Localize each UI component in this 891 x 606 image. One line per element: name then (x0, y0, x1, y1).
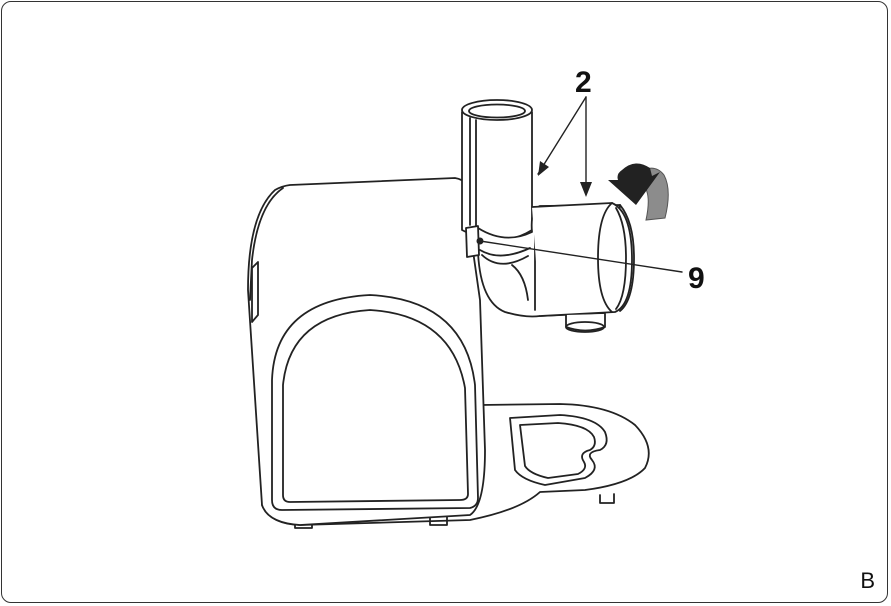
locking-knob (465, 225, 480, 258)
base-tray (509, 414, 608, 486)
arrowhead-2b (580, 182, 592, 197)
side-button (251, 261, 259, 323)
front-arch (271, 294, 479, 511)
ring-nut (531, 202, 633, 317)
rotation-arrow-icon (608, 163, 660, 205)
arrowhead-2a (538, 161, 549, 176)
leader-line-9 (479, 240, 683, 273)
figure-letter: B (860, 568, 875, 593)
callout-label-9: 9 (688, 262, 705, 295)
callout-label-2: 2 (575, 66, 592, 99)
leader-line-2a (537, 96, 587, 175)
feeding-tube (461, 111, 533, 241)
